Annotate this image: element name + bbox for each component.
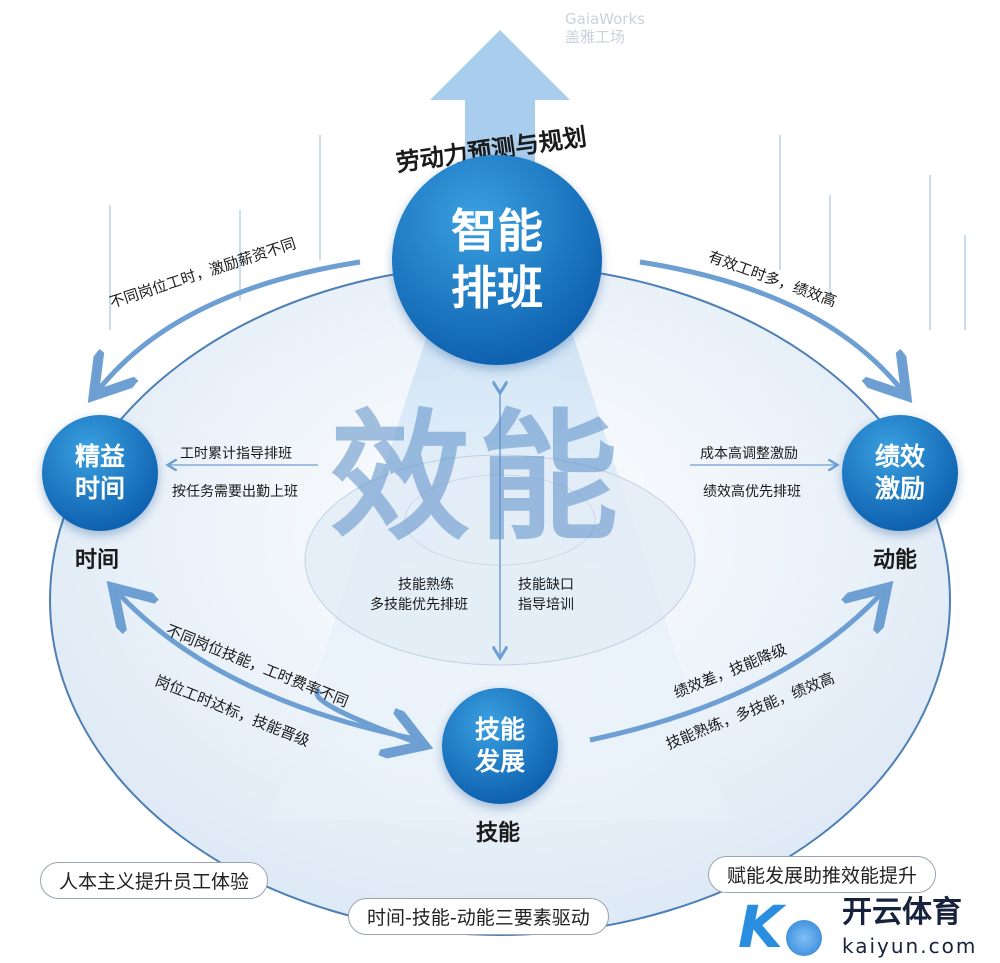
logo-cn: 开云体育 [842, 895, 962, 930]
node-label: 技能 [474, 714, 525, 744]
label-center-left-2: 多技能优先排班 [370, 597, 468, 613]
caption-skill: 技能 [476, 821, 521, 846]
label-right-in-2: 绩效高优先排班 [703, 484, 801, 500]
label-right-in-1: 成本高调整激励 [700, 446, 798, 462]
watermark-en: GaiaWorks [565, 10, 645, 28]
logo-en: kaiyun.com [842, 934, 978, 958]
label-center-right-2: 指导培训 [518, 597, 574, 613]
node-label: 智能 [451, 203, 543, 258]
node-smart-scheduling[interactable]: 智能排班 [392, 155, 602, 365]
caption-time: 时间 [75, 548, 120, 573]
center-watermark-text: 效能 [330, 397, 627, 560]
pill-empower: 赋能发展助推效能提升 [708, 856, 937, 893]
node-label: 发展 [474, 747, 525, 776]
logo-kaiyun: K 开云体育 kaiyun.com [718, 894, 998, 963]
label-center-right-1: 技能缺口 [518, 577, 574, 593]
curved-arrows [100, 259, 900, 742]
soccer-ball-icon [786, 920, 822, 956]
logo-mark-icon: K [738, 893, 783, 961]
caption-momentum: 动能 [873, 548, 918, 573]
node-label: 排班 [451, 261, 543, 315]
node-label: 精益 [74, 441, 125, 471]
node-label: 激励 [874, 474, 925, 503]
watermark-cn: 盖雅工场 [565, 28, 626, 46]
top-arrow [430, 30, 570, 170]
node-label: 绩效 [874, 441, 925, 471]
background-thin-arrows [109, 135, 966, 330]
node-performance-incentive[interactable]: 绩效激励 [842, 415, 958, 531]
label-left-in-2: 按任务需要出勤上班 [172, 484, 298, 500]
node-lean-time[interactable]: 精益时间 [42, 415, 158, 531]
label-center-left-1: 技能熟练 [398, 577, 454, 593]
watermark: GaiaWorks 盖雅工场 [565, 10, 645, 46]
pill-three-elements: 时间-技能-动能三要素驱动 [348, 898, 609, 935]
node-skill-development[interactable]: 技能发展 [442, 688, 558, 804]
node-label: 时间 [74, 474, 125, 503]
pill-human-centric: 人本主义提升员工体验 [40, 862, 269, 899]
label-left-in-1: 工时累计指导排班 [180, 446, 292, 462]
